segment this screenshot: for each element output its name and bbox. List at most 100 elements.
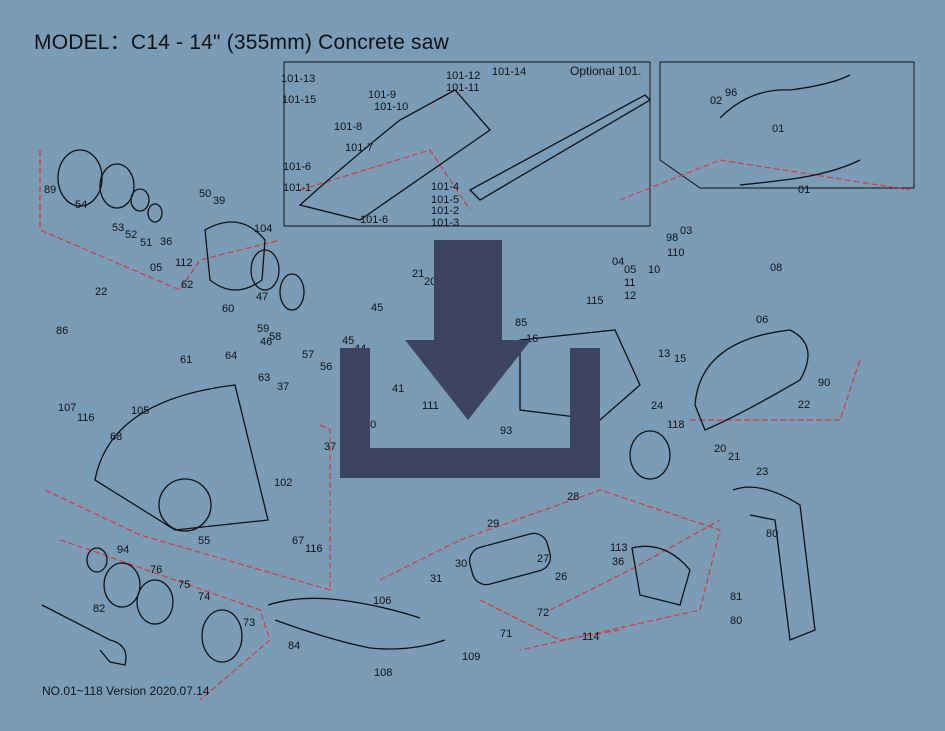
part-label-p08: 08 xyxy=(770,262,782,274)
part-label-p101-6b: 101-6 xyxy=(360,214,388,226)
part-label-p01b: 01 xyxy=(798,184,810,196)
part-label-p115: 115 xyxy=(586,295,604,307)
part-label-p26: 26 xyxy=(555,571,567,583)
motor-housing-part-16 xyxy=(519,329,641,421)
part-label-p110: 110 xyxy=(667,247,685,259)
part-label-p101-7: 101-7 xyxy=(345,142,373,154)
part-label-p20b: 20 xyxy=(714,443,726,455)
washer-part-52 xyxy=(130,188,150,212)
part-label-p37b: 37 xyxy=(324,441,336,453)
part-label-p101-13: 101-13 xyxy=(281,73,315,85)
part-label-p82: 82 xyxy=(93,603,105,615)
part-label-p13: 13 xyxy=(658,348,670,360)
part-label-p57: 57 xyxy=(302,349,314,361)
part-label-p56: 56 xyxy=(320,361,332,373)
part-label-p76: 76 xyxy=(150,564,162,576)
part-label-p71: 71 xyxy=(500,628,512,640)
part-label-p23: 23 xyxy=(756,466,768,478)
flange-part-75 xyxy=(136,579,174,625)
stator-part-113 xyxy=(631,545,691,606)
part-label-p96: 96 xyxy=(725,87,737,99)
part-label-p118: 118 xyxy=(667,419,685,431)
part-label-p114: 114 xyxy=(582,631,600,643)
part-label-p47: 47 xyxy=(256,291,268,303)
part-label-p55: 55 xyxy=(198,535,210,547)
part-label-p112: 112 xyxy=(175,257,193,269)
part-label-p116a: 116 xyxy=(77,412,95,424)
ring-part-54 xyxy=(57,149,103,207)
part-label-p46: 46 xyxy=(260,336,272,348)
part-label-p101-8: 101-8 xyxy=(334,121,362,133)
cord-part-01 xyxy=(719,74,851,119)
part-label-p52: 52 xyxy=(125,229,137,241)
part-label-p101-2: 101-2 xyxy=(431,205,459,217)
part-label-p108: 108 xyxy=(374,667,392,679)
part-label-p50: 50 xyxy=(199,188,211,200)
part-label-p101-10: 101-10 xyxy=(374,101,408,113)
part-label-p63: 63 xyxy=(258,372,270,384)
part-label-p105: 105 xyxy=(131,405,149,417)
hose-part-109 xyxy=(274,619,446,650)
part-label-p22b: 22 xyxy=(798,399,810,411)
part-label-p58: 58 xyxy=(269,331,281,343)
rail-part-101-4 xyxy=(468,94,652,201)
wrench-part-82 xyxy=(41,604,127,666)
ring-part-53 xyxy=(99,163,135,209)
washer-part-51 xyxy=(147,203,163,223)
part-label-p04: 04 xyxy=(612,256,624,268)
parts-drawings xyxy=(41,74,861,666)
part-label-p05a: 05 xyxy=(150,262,162,274)
bearing-part-46 xyxy=(250,249,280,291)
part-label-p89: 89 xyxy=(44,184,56,196)
part-label-p101-14: 101-14 xyxy=(492,66,526,78)
part-label-p10: 10 xyxy=(648,264,660,276)
part-label-p101-5: 101-5 xyxy=(431,194,459,206)
download-button[interactable] xyxy=(338,238,602,478)
part-label-p28: 28 xyxy=(567,491,579,503)
part-label-p31: 31 xyxy=(430,573,442,585)
part-label-p80a: 80 xyxy=(766,528,778,540)
part-label-p45b: 45 xyxy=(342,335,354,347)
part-label-p51: 51 xyxy=(140,237,152,249)
part-label-p113: 113 xyxy=(610,542,628,554)
part-label-p21a: 21 xyxy=(412,268,424,280)
part-label-p36b: 36 xyxy=(612,556,624,568)
part-label-p85: 85 xyxy=(515,317,527,329)
part-label-p01a: 01 xyxy=(772,123,784,135)
gear-housing-part-47 xyxy=(204,221,266,291)
part-label-p02: 02 xyxy=(710,95,722,107)
part-label-p30: 30 xyxy=(455,558,467,570)
part-label-p20a: 20 xyxy=(424,276,436,288)
part-label-p106: 106 xyxy=(373,595,391,607)
part-label-p94: 94 xyxy=(117,544,129,556)
power-cord-inset-box xyxy=(659,61,915,189)
rail-part-101-1 xyxy=(298,89,491,221)
part-label-p102: 102 xyxy=(274,477,292,489)
d-handle-part-80 xyxy=(732,486,816,641)
circlip-part-45 xyxy=(279,273,305,311)
part-label-p64: 64 xyxy=(225,350,237,362)
part-label-p75: 75 xyxy=(178,579,190,591)
version-footer: NO.01~118 Version 2020.07.14 xyxy=(42,684,210,698)
part-label-p73: 73 xyxy=(243,617,255,629)
part-label-p45a: 45 xyxy=(371,302,383,314)
optional-101-inset-box xyxy=(283,61,651,227)
download-icon[interactable] xyxy=(340,240,600,478)
part-label-p24: 24 xyxy=(651,400,663,412)
part-label-p90: 90 xyxy=(818,377,830,389)
part-label-p27: 27 xyxy=(537,553,549,565)
part-label-p61: 61 xyxy=(180,354,192,366)
part-label-p59: 59 xyxy=(257,323,269,335)
part-label-p109: 109 xyxy=(462,651,480,663)
nut-part-94 xyxy=(86,547,108,573)
part-label-p72: 72 xyxy=(537,607,549,619)
part-label-p101-9: 101-9 xyxy=(368,89,396,101)
part-label-p62: 62 xyxy=(181,279,193,291)
part-label-p80b: 80 xyxy=(730,615,742,627)
part-label-p101-11: 101-11 xyxy=(446,82,479,94)
part-label-p41: 41 xyxy=(392,383,404,395)
part-label-p101-15: 101-15 xyxy=(282,94,316,106)
diagram-title: MODEL：C14 - 14" (355mm) Concrete saw xyxy=(34,31,449,54)
